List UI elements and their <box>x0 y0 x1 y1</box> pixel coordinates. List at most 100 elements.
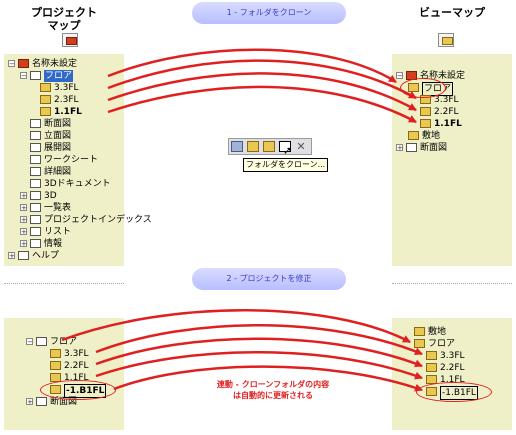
expand-icon[interactable]: + <box>396 144 403 152</box>
story-icon <box>40 83 51 92</box>
mouse-cursor-icon: ➚ <box>283 144 293 157</box>
collapse-icon[interactable]: − <box>26 338 33 346</box>
expand-icon[interactable]: + <box>20 240 27 248</box>
tree-item-label: リスト <box>44 227 72 237</box>
sync-arrow-3 <box>95 337 423 368</box>
tree-item-label: 3.3FL <box>434 95 459 105</box>
tree-item-label: 立面図 <box>44 131 72 141</box>
expand-icon[interactable]: + <box>20 192 27 200</box>
worksheet-icon <box>30 155 41 164</box>
floor-plan-icon <box>36 337 47 346</box>
view-map-toolbar: ✕ <box>228 138 312 155</box>
tree-item-label: フロア <box>44 70 74 82</box>
separator-left <box>4 283 124 284</box>
tree-item-label: 断面図 <box>44 119 72 129</box>
clone-arrow-3 <box>107 72 417 112</box>
new-folder-icon[interactable] <box>247 141 259 152</box>
delete-icon[interactable]: ✕ <box>296 140 306 153</box>
tree-item-label: ワークシート <box>44 155 99 165</box>
section-icon <box>30 119 41 128</box>
tree-item-label: フロア <box>428 339 456 349</box>
expand-icon[interactable]: + <box>8 252 15 260</box>
project-icon <box>18 59 29 68</box>
story-icon <box>426 351 437 360</box>
tree-item-label: フロア <box>50 337 78 347</box>
sync-arrow-2 <box>95 324 423 356</box>
sync-note-line2: は自動的に更新される <box>233 391 313 400</box>
tree-item-label: 3.3FL <box>54 83 79 93</box>
story-icon <box>420 119 431 128</box>
story-icon <box>420 107 431 116</box>
expand-icon[interactable]: + <box>20 204 27 212</box>
separator-right <box>392 283 512 284</box>
expand-icon[interactable]: + <box>20 216 27 224</box>
tree-item-label: 2.2FL <box>434 107 459 117</box>
tree-item-label: 2.2FL <box>64 361 89 371</box>
collapse-icon[interactable]: − <box>20 72 27 80</box>
tree-item-label: 2.2FL <box>440 363 465 373</box>
tree-item-label: 情報 <box>44 239 63 249</box>
tree-item-label: 3.3FL <box>64 349 89 359</box>
3d-icon <box>30 191 41 200</box>
story-icon <box>40 95 51 104</box>
view-map-folder-button[interactable] <box>438 33 454 47</box>
tree-item-label: 3Dドキュメント <box>44 179 111 189</box>
tree-item-label: 展開図 <box>44 143 72 153</box>
clone-folder-highlight <box>400 78 446 98</box>
section-icon <box>36 397 47 406</box>
story-icon <box>426 363 437 372</box>
clone-arrow-4 <box>107 85 417 124</box>
tree-item-label: 断面図 <box>50 397 78 407</box>
new-layout-icon[interactable] <box>231 141 243 152</box>
sync-arrow-4 <box>95 351 423 380</box>
project-map-title-line2: マップ <box>47 19 81 32</box>
tree-item-label: 3.3FL <box>440 351 465 361</box>
list-icon <box>30 227 41 236</box>
project-map-title: プロジェクト マップ <box>14 6 114 32</box>
tree-item-label: 断面図 <box>420 143 448 153</box>
story-icon <box>50 349 61 358</box>
clone-folder-tooltip: フォルダをクローン... <box>243 158 329 172</box>
story-icon <box>40 107 51 116</box>
step2-banner: 2 - プロジェクトを修正 <box>192 268 346 290</box>
sync-arrow-1 <box>61 309 411 344</box>
tree-item-label: 2.3FL <box>54 95 79 105</box>
detail-icon <box>30 167 41 176</box>
new-story-highlight <box>40 380 116 400</box>
section-icon <box>406 143 417 152</box>
expand-icon[interactable]: + <box>20 228 27 236</box>
tree-item-label: 1.1FL <box>54 107 82 117</box>
info-icon <box>30 239 41 248</box>
collapse-icon[interactable]: − <box>8 60 15 68</box>
synced-story-highlight <box>416 382 492 402</box>
view-map-title: ビューマップ <box>419 6 485 19</box>
clone-arrow-1 <box>107 48 397 84</box>
sync-note: 連動 - クローンフォルダの内容 は自動的に更新される <box>198 379 348 401</box>
site-icon <box>408 131 419 140</box>
clone-arrow-2 <box>107 59 417 100</box>
index-icon <box>30 215 41 224</box>
tree-item-label: 詳細図 <box>44 167 72 177</box>
save-view-icon[interactable] <box>263 141 275 152</box>
tree-item-label: プロジェクトインデックス <box>44 215 152 225</box>
home-icon <box>66 37 77 45</box>
help-icon <box>18 251 29 260</box>
step1-banner: 1 - フォルダをクローン <box>192 2 346 24</box>
sync-arrow-5 <box>113 365 423 392</box>
tree-item-label: ヘルプ <box>32 251 60 261</box>
project-map-home-button[interactable] <box>62 33 78 47</box>
tree-item-label: 名称未設定 <box>32 59 78 69</box>
elevation-icon <box>30 131 41 140</box>
sync-note-line1: 連動 - クローンフォルダの内容 <box>216 380 330 389</box>
clone-folder-icon[interactable] <box>279 141 291 152</box>
3d-document-icon <box>30 179 41 188</box>
tree-item-label: 1.1FL <box>440 375 465 385</box>
story-icon <box>50 361 61 370</box>
interior-elevation-icon <box>30 143 41 152</box>
tree-item-label: 3D <box>44 191 57 201</box>
schedule-icon <box>30 203 41 212</box>
expand-icon[interactable]: + <box>26 398 33 406</box>
project-map-title-line1: プロジェクト <box>31 6 97 19</box>
tree-item-label: 名称未設定 <box>420 71 466 81</box>
